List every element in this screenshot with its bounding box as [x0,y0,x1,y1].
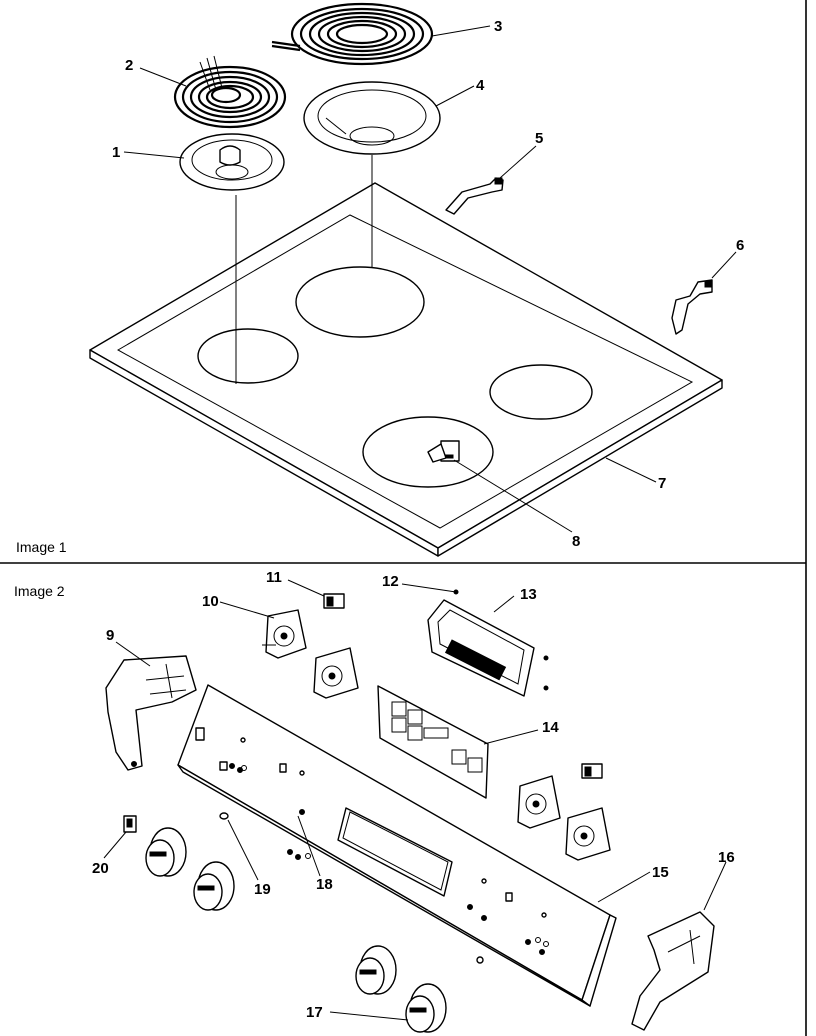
panel-screws [229,763,549,955]
drip-bowl-large-rim [303,81,441,155]
end-cap-left-ribs [145,663,187,699]
lamp-switch [123,815,137,833]
callout-7: 7 [658,475,666,492]
element-bracket-5 [445,177,504,215]
bracket-6-clip [704,280,712,288]
burner-opening-rear-right [489,364,593,420]
bracket-6-body [671,279,713,335]
switch-3-body [517,775,561,829]
panel-dot-4 [541,912,547,918]
callout-4: 4 [476,77,485,94]
knob-4 [405,983,447,1033]
callout-6: 6 [736,237,744,254]
element-bracket-6 [671,279,713,335]
surface-element-large-terminals [271,40,301,52]
end-cap-left-body [105,655,197,771]
knob-3 [355,945,397,995]
callout-18: 18 [316,876,333,893]
end-cap-right [631,911,715,1031]
backguard-assembly [177,684,617,1007]
end-cap-right-body [631,911,715,1031]
cooktop-top-surface [89,182,723,549]
receptacle-slot [445,454,454,459]
callout-14: 14 [542,719,559,736]
overlay-bracket [377,685,489,799]
callout-10: 10 [202,593,219,610]
cooktop-assembly [89,155,723,557]
receptacle-part [427,440,460,463]
section-label-image-2: Image 2 [14,583,65,599]
clock-keypad [444,639,507,681]
backguard-display-window [337,807,453,897]
infinite-switch-2 [313,647,359,699]
callout-13: 13 [520,586,537,603]
backguard-display-inner [342,811,449,891]
callout-2: 2 [125,57,133,74]
callout-19: 19 [254,881,271,898]
surface-element-small [173,55,287,129]
panel-dot-3 [481,878,487,884]
callout-16: 16 [718,849,735,866]
burner-opening-rear-left [295,266,425,338]
drip-bowl-small-notch [219,145,241,166]
switch-2-body [313,647,359,699]
callout-12: 12 [382,573,399,590]
leader-lines [103,25,737,1021]
callout-20: 20 [92,860,109,877]
callout-9: 9 [106,627,114,644]
clock-control-face [437,609,525,685]
drip-bowl-large-inner [317,89,427,143]
burner-opening-front-left [197,328,299,384]
infinite-switch-3 [517,775,561,829]
surface-element-small-terminals [199,55,223,91]
panel-hole-switch [195,727,205,741]
clock-control-body [427,599,535,697]
panel-hole-3 [505,892,513,902]
panel-dot-1 [240,737,246,743]
panel-lens [476,956,484,964]
panel-hole-2 [279,763,287,773]
end-cap-left [105,655,197,771]
drip-bowl-large-seam [325,117,347,135]
end-cap-right-ribs [667,929,701,965]
callout-8: 8 [572,533,580,550]
rocker-switch-1 [323,593,345,609]
switch-4-body [565,807,611,861]
drip-bowl-large-center [349,126,395,146]
drip-bowl-small [179,133,285,191]
callout-5: 5 [535,130,543,147]
section-label-image-1: Image 1 [16,539,67,555]
callout-17: 17 [306,1004,323,1021]
electronic-clock-control [427,589,549,697]
drip-bowl-large [303,81,441,155]
infinite-switch-4 [565,807,611,861]
backguard-panel-bottom [177,764,591,1007]
indicator-light-part [219,812,229,820]
bracket-5-clip [494,177,503,185]
callout-11: 11 [266,569,282,586]
rocker-switch-2 [581,763,603,779]
knob-2 [193,861,235,911]
panel-hole-1 [219,761,228,771]
panel-dot-2 [299,770,305,776]
knob-1 [145,827,187,877]
infinite-switch-1 [262,609,307,659]
overlay-body [377,685,489,799]
callout-3: 3 [494,18,502,35]
cooktop-inner-rim [116,214,694,529]
callout-1: 1 [112,144,120,161]
surface-element-large [271,2,434,66]
callout-15: 15 [652,864,669,881]
bracket-5-body [445,177,504,215]
drip-bowl-small-inner [191,139,273,181]
cooktop-right-edge [437,379,723,557]
